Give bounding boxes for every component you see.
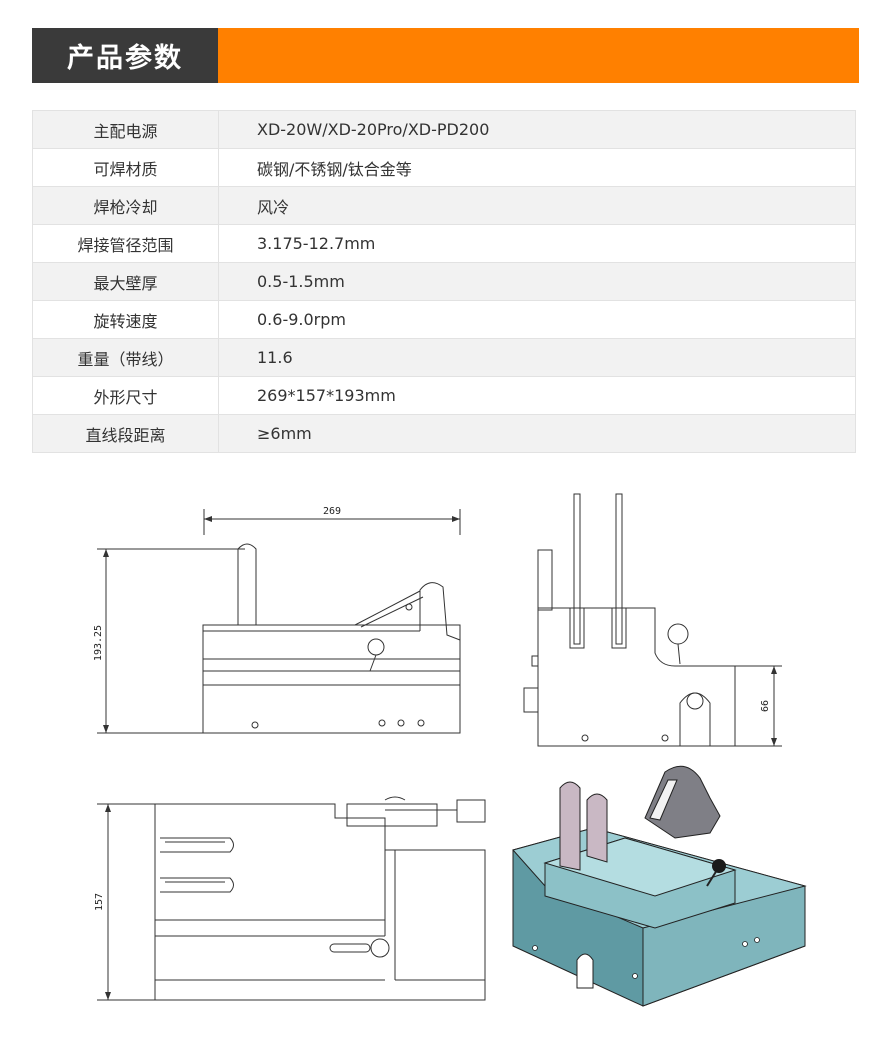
table-row: 可焊材质碳钢/不锈钢/钛合金等 <box>32 148 856 187</box>
spec-value: 风冷 <box>218 186 856 225</box>
spec-label: 主配电源 <box>32 110 219 149</box>
dim-side-height-label: 66 <box>760 700 771 712</box>
spec-value: 0.6-9.0rpm <box>218 300 856 339</box>
spec-label: 最大壁厚 <box>32 262 219 301</box>
spec-value: 11.6 <box>218 338 856 377</box>
spec-label: 焊接管径范围 <box>32 224 219 263</box>
table-row: 重量（带线）11.6 <box>32 338 856 377</box>
spec-value: 0.5-1.5mm <box>218 262 856 301</box>
spec-label: 重量（带线） <box>32 338 219 377</box>
dim-height-label: 193.25 <box>93 625 104 661</box>
spec-value: ≥6mm <box>218 414 856 453</box>
table-row: 直线段距离≥6mm <box>32 414 856 453</box>
spec-value: 碳钢/不锈钢/钛合金等 <box>218 148 856 187</box>
3d-model-illustration <box>505 758 810 1008</box>
spec-label: 外形尺寸 <box>32 376 219 415</box>
spec-value: XD-20W/XD-20Pro/XD-PD200 <box>218 110 856 149</box>
spec-value: 269*157*193mm <box>218 376 856 415</box>
spec-label: 旋转速度 <box>32 300 219 339</box>
dim-width-label: 269 <box>323 506 341 517</box>
table-row: 焊枪冷却风冷 <box>32 186 856 225</box>
spec-value: 3.175-12.7mm <box>218 224 856 263</box>
front-view-drawing: 269 193.25 <box>85 495 475 745</box>
section-header: 产品参数 <box>32 28 859 83</box>
top-view-drawing: 157 <box>85 790 495 1010</box>
side-view-drawing: 66 <box>520 488 800 753</box>
spec-label: 焊枪冷却 <box>32 186 219 225</box>
dim-depth-label: 157 <box>94 893 105 911</box>
header-accent-bar <box>218 28 859 83</box>
spec-label: 直线段距离 <box>32 414 219 453</box>
spec-label: 可焊材质 <box>32 148 219 187</box>
section-title: 产品参数 <box>32 28 218 83</box>
